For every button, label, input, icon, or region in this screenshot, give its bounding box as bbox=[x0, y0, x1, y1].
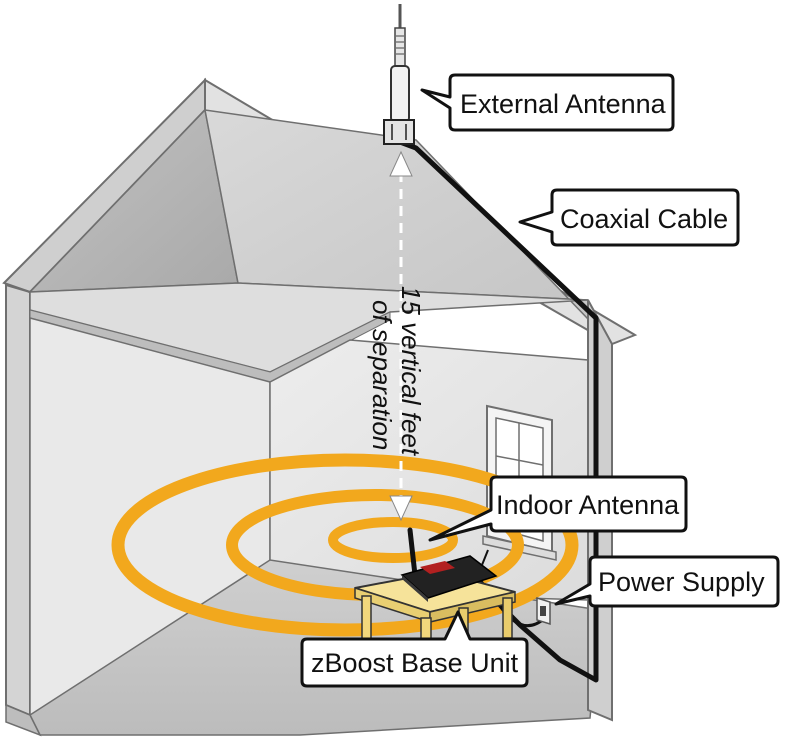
separation-text-line2: of separation bbox=[367, 300, 397, 450]
signal-ring-inner bbox=[328, 517, 458, 563]
callout-coaxial-cable: Coaxial Cable bbox=[518, 188, 740, 247]
external-antenna-icon bbox=[383, 4, 415, 145]
label-external-antenna: External Antenna bbox=[460, 89, 667, 119]
label-base-unit: zBoost Base Unit bbox=[311, 648, 519, 678]
house bbox=[2, 77, 638, 737]
separation-text-line1: 15 vertical feet bbox=[396, 286, 426, 457]
callout-indoor-antenna: Indoor Antenna bbox=[428, 475, 688, 542]
signal-ring-outer bbox=[111, 453, 579, 637]
label-power-supply: Power Supply bbox=[598, 567, 765, 597]
attic-left bbox=[28, 108, 239, 293]
house-base bbox=[5, 703, 42, 737]
outer-wall-left bbox=[5, 283, 31, 717]
callout-base-unit: zBoost Base Unit bbox=[300, 610, 529, 688]
callout-external-antenna: External Antenna bbox=[420, 73, 675, 132]
label-coaxial-cable: Coaxial Cable bbox=[560, 204, 728, 234]
label-indoor-antenna: Indoor Antenna bbox=[496, 490, 680, 520]
power-outlet-icon bbox=[536, 596, 551, 626]
callout-power-supply: Power Supply bbox=[554, 555, 780, 608]
separation-arrow bbox=[389, 150, 413, 522]
base-unit-icon bbox=[400, 527, 498, 602]
